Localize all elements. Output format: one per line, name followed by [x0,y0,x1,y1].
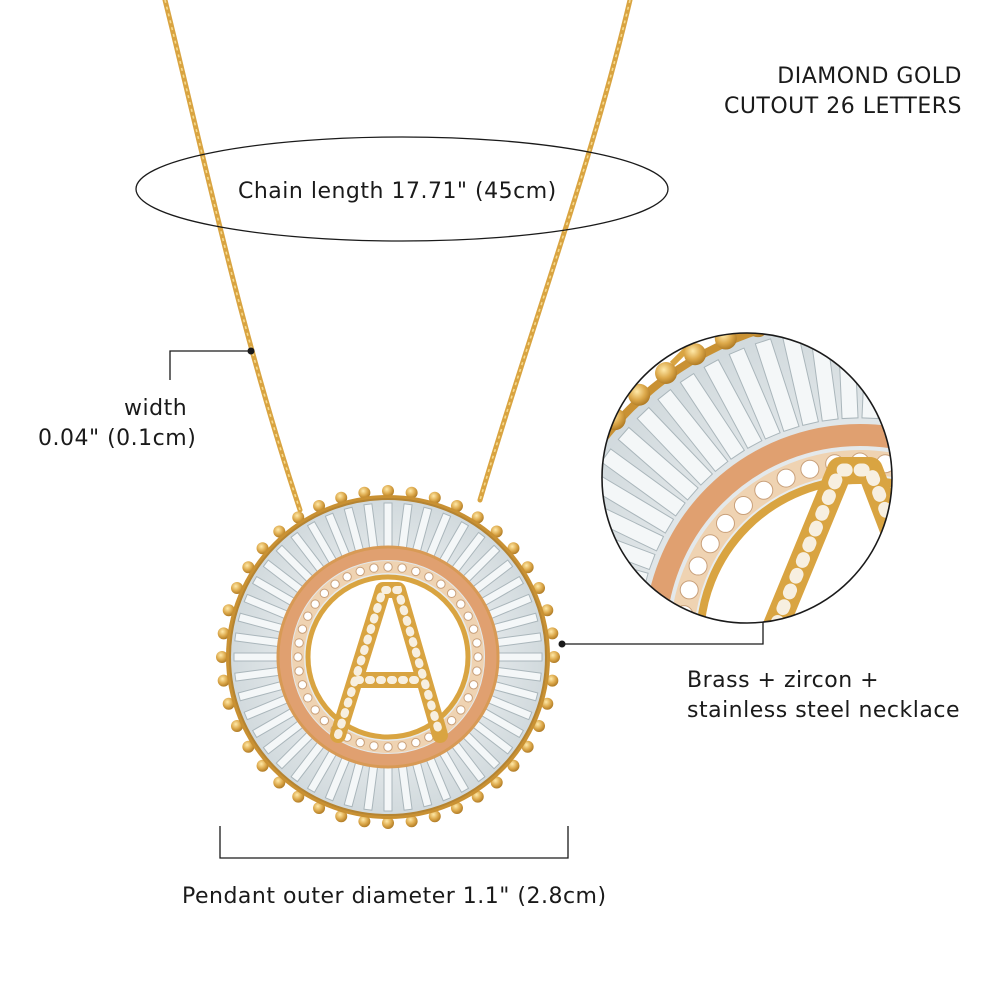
chain-length-ellipse [135,136,669,242]
width-label-line1: width [124,396,188,421]
diameter-bracket [219,826,569,859]
material-callout-line [563,620,764,645]
material-label-line2: stainless steel necklace [687,698,960,723]
zoom-detail [601,332,893,624]
material-label-line1: Brass + zircon + [687,668,880,693]
product-title-line1: DIAMOND GOLD [777,64,962,89]
chain-length-label: Chain length 17.71" (45cm) [238,179,557,204]
diameter-label: Pendant outer diameter 1.1" (2.8cm) [182,884,607,909]
product-title-line2: CUTOUT 26 LETTERS [723,94,962,119]
width-callout-line [169,350,250,380]
chain [162,0,633,513]
pendant [216,485,560,829]
width-label-line2: 0.04" (0.1cm) [38,426,197,451]
